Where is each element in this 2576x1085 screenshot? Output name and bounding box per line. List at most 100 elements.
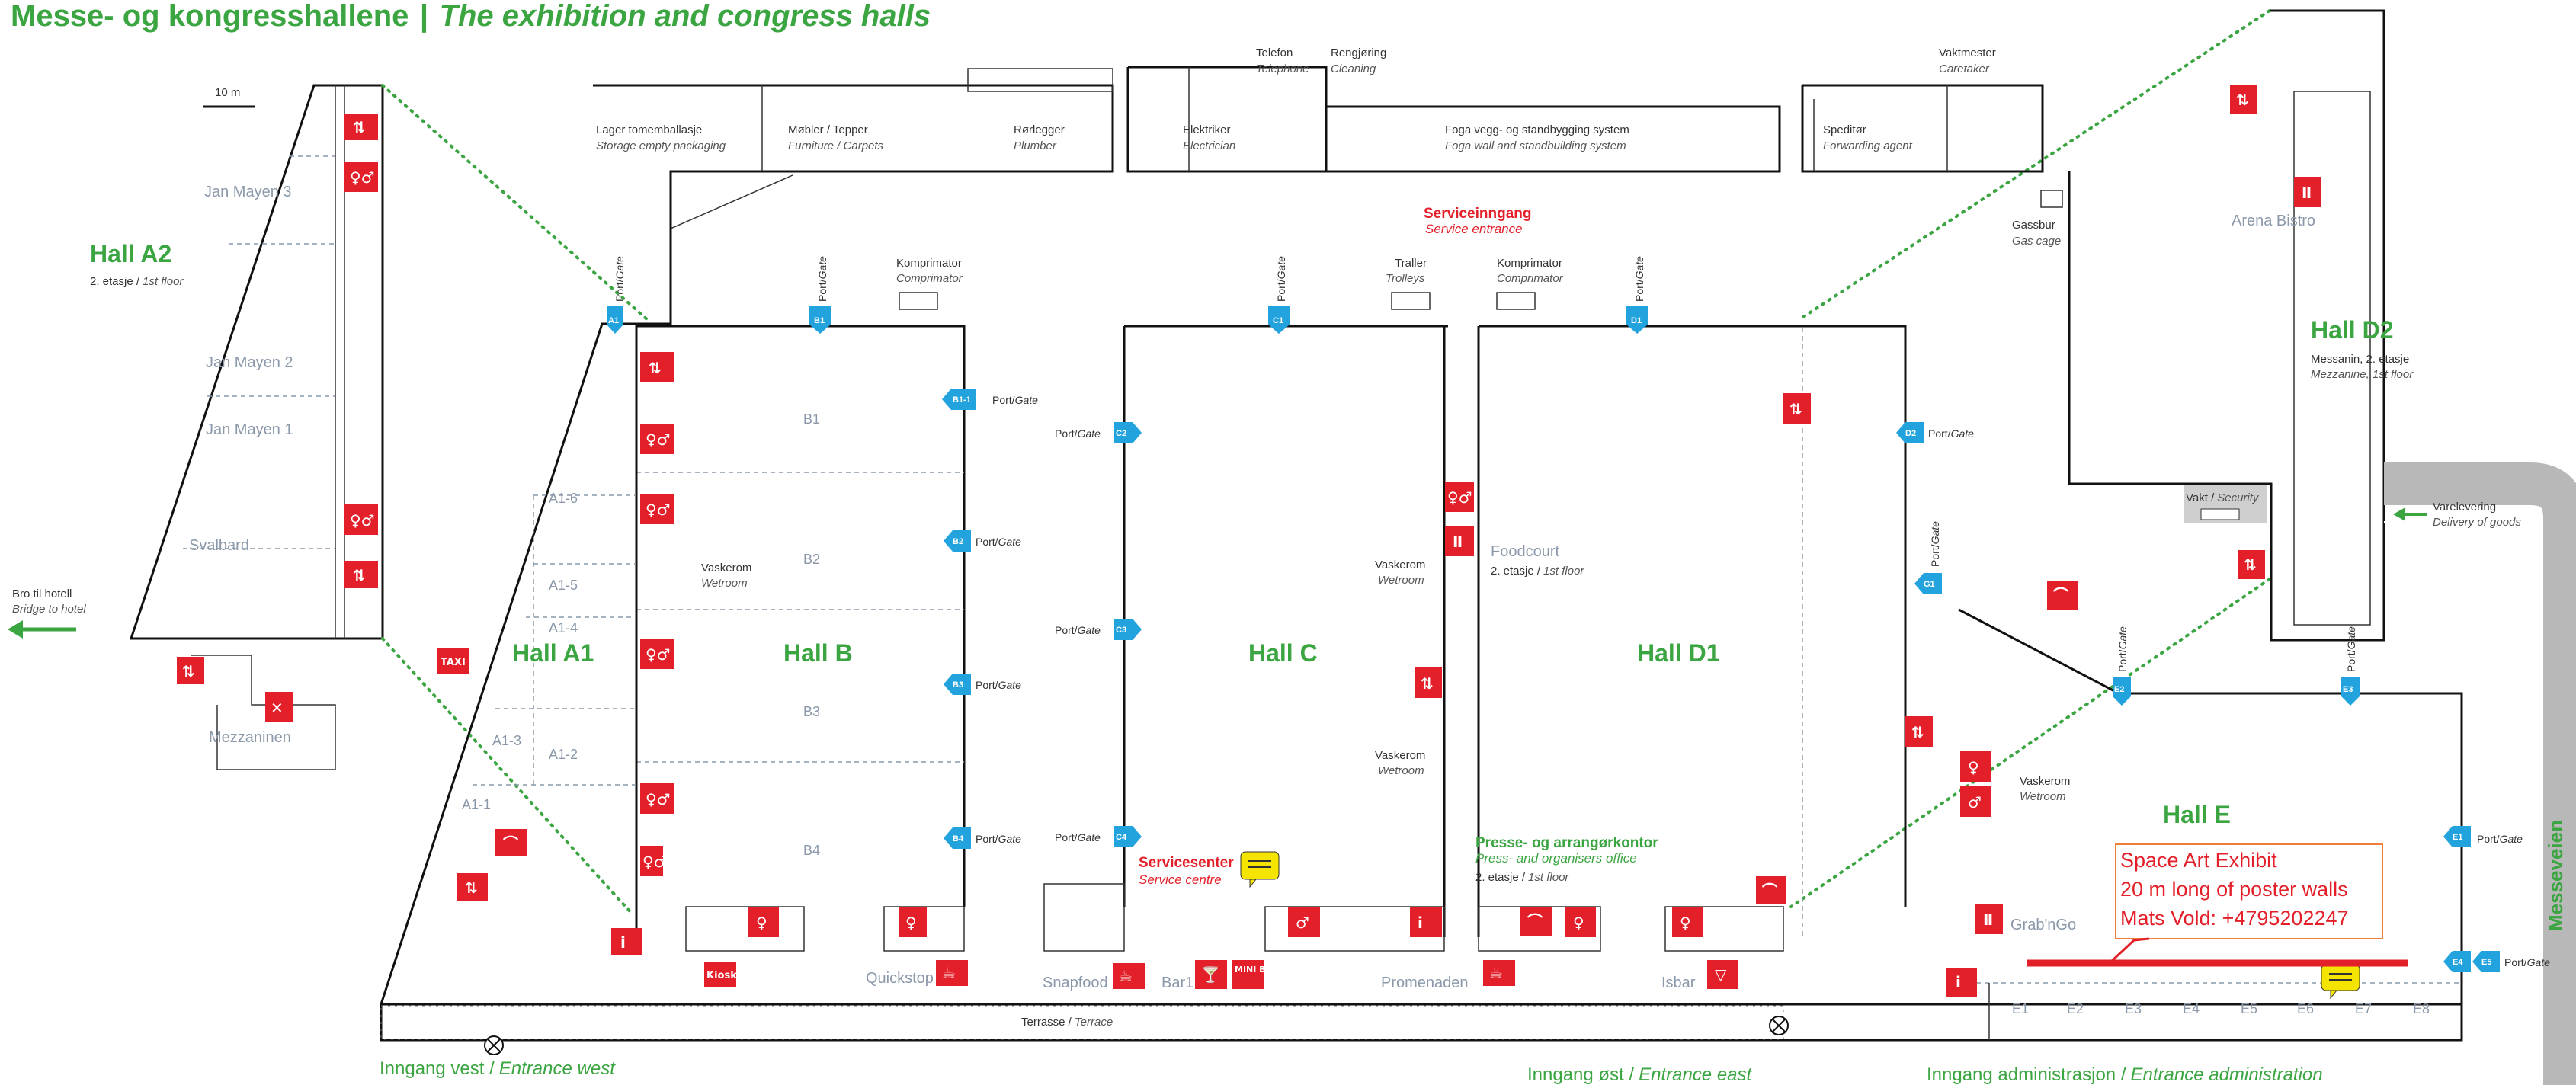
road-name-messeveien: Messeveien [2544,820,2567,931]
toilet-icon-e2: ♂ [1960,786,1991,817]
coffee-icon-promenaden: ☕ [1483,960,1515,986]
port-gate-label-d2: Port/Gate [1928,427,1974,440]
svg-text:⌒: ⌒ [1527,912,1543,930]
b-room-3: B3 [803,704,820,719]
press-office-en: Press- and organisers office [1475,851,1637,866]
telephone-label-en: Telephone [1256,62,1309,75]
top-annex-labels: Lager tomemballasje Storage empty packag… [596,46,2063,248]
e-room-2: E2 [2067,1001,2084,1016]
shop-isbar: Isbar [1661,975,1696,991]
hall-a1-name: Hall A1 [512,639,594,667]
caretaker-label-en: Caretaker [1939,62,1990,75]
foodcourt-floor: 2. etasje /1st floor [1491,565,1584,578]
svg-text:✕: ✕ [271,699,284,717]
scale-bar: 10 m [203,86,255,108]
hall-e-name: Hall E [2163,801,2231,828]
cocktail-icon-bar1: 🍸 [1195,960,1227,989]
trolleys-no: Traller [1395,257,1427,270]
d2-connector-top [1797,9,2271,322]
svg-text:C2: C2 [1116,429,1126,438]
note-icon-service-centre[interactable] [1240,851,1280,888]
svg-text:♀♂: ♀♂ [646,790,671,808]
furniture-label-en: Furniture / Carpets [788,139,884,152]
terrace-label: Terrasse /Terrace [1021,1016,1113,1029]
toilet-icon-b-2: ♀♂ [640,494,674,524]
port-gate-label-b11: Port/Gate [992,394,1038,406]
port-gate-label-b1: Port/Gate [816,256,828,302]
service-centre-no: Servicesenter [1139,855,1234,871]
shop-grabngo: Grab'nGo [2010,917,2076,933]
delivery-label-no: Varelevering [2433,501,2496,514]
e-room-6: E6 [2297,1001,2314,1016]
electrician-label-no: Elektriker [1183,123,1231,136]
hall-d2-floor-en: Mezzanine, 1st floor [2311,368,2414,381]
icecream-icon-isbar: ▽ [1707,960,1738,989]
delivery-label-en: Delivery of goods [2433,516,2521,529]
entrance-west: Inngang vest /Entrance west [380,1058,616,1079]
svg-text:E2: E2 [2114,685,2124,694]
gate-b3-badge: B3 [944,674,971,695]
press-office-floor: 2. etasje /1st floor [1475,871,1569,884]
shop-snapfood: Snapfood [1043,975,1108,991]
shop-quickstop: Quickstop [866,970,934,987]
wetroom-labels: Vaskerom Wetroom Vaskerom Wetroom Vasker… [701,559,2070,803]
svg-text:B1: B1 [814,316,825,325]
a2-room-jan-mayen-1: Jan Mayen 1 [206,421,293,438]
svg-text:⇅: ⇅ [353,566,366,584]
storage-label-no: Lager tomemballasje [596,123,702,136]
escalator-icon-e: ⌒ [2047,581,2078,610]
svg-text:♀: ♀ [1573,914,1584,932]
port-gate-label-d1: Port/Gate [1633,256,1645,302]
port-gate-label-e3: Port/Gate [2345,626,2357,672]
a1-room-4: A1-4 [549,620,578,635]
svg-text:i: i [1418,914,1423,932]
gate-d1-badge: D1 [1626,306,1648,334]
toilet-icon-b-4: ♀♂ [640,783,674,814]
scale-label: 10 m [215,86,240,99]
wetroom-3-en: Wetroom [1378,764,1424,777]
a2-room-jan-mayen-2: Jan Mayen 2 [206,354,293,371]
note-icon-hall-e[interactable] [2321,964,2360,1000]
service-labels: Komprimator Comprimator Traller Trolleys… [896,257,1564,310]
svg-text:♀: ♀ [905,914,917,932]
callout-line-3: Mats Vold: +4795202247 [2120,907,2349,930]
compactor-1-no: Komprimator [896,257,962,270]
svg-text:Ⅱ: Ⅱ [2302,184,2312,202]
security-label: Vakt /Security [2186,491,2260,504]
furniture-label-no: Møbler / Tepper [788,123,868,136]
wetroom-4-no: Vaskerom [2020,775,2070,788]
port-gate-label-a1: Port/Gate [614,256,626,302]
port-gate-label-e5: Port/Gate [2504,956,2550,968]
e-room-1: E1 [2012,1001,2029,1016]
a1-room-1: A1-1 [462,797,491,812]
gate-c1-badge: C1 [1268,306,1290,334]
hall-d1-name: Hall D1 [1637,639,1719,667]
svg-text:Ⅱ: Ⅱ [1983,911,1993,929]
gate-e2-badge: E2 [2113,677,2131,706]
facility-icons: ⇅ ♀♂ ♀♂ ⇅ ⇅ ✕ TAXI ⇅ ♀♂ ♀♂ ♀♂ ♀♂ ♀♂ ⌒ ⇅ … [177,85,2321,997]
toilet-icon-bc: ♀ [899,907,927,937]
plumber-label-no: Rørlegger [1014,123,1065,136]
svg-text:Kiosk: Kiosk [706,970,737,981]
svg-text:MINI BANK: MINI BANK [1235,965,1286,975]
svg-text:B3: B3 [953,680,963,690]
forwarding-label-en: Forwarding agent [1823,139,1913,152]
svg-text:♀♂: ♀♂ [646,501,671,519]
port-gate-label-b2: Port/Gate [976,536,1021,548]
toilet-icon-c1: ♂ [1288,907,1320,937]
coffee-icon-quickstop: ☕ [936,960,968,986]
trolleys-en: Trolleys [1386,272,1425,285]
a2-room-svalbard: Svalbard [189,537,249,554]
svg-text:♀♂: ♀♂ [642,853,668,871]
escalator-icon-a1: ⌒ [495,829,527,856]
gate-d2-badge: D2 [1896,422,1924,443]
title-separator: | [420,0,428,33]
hall-c-name: Hall C [1248,639,1318,667]
hall-a2-floor: 2. etasje /1st floor [90,275,184,288]
svg-text:▽: ▽ [1715,965,1727,984]
elevator-icon-d2-top: ⇅ [2230,85,2257,114]
wetroom-4-en: Wetroom [2020,790,2066,803]
svg-text:☕: ☕ [942,964,956,982]
svg-text:C3: C3 [1116,626,1126,635]
e-room-4: E4 [2183,1001,2200,1016]
